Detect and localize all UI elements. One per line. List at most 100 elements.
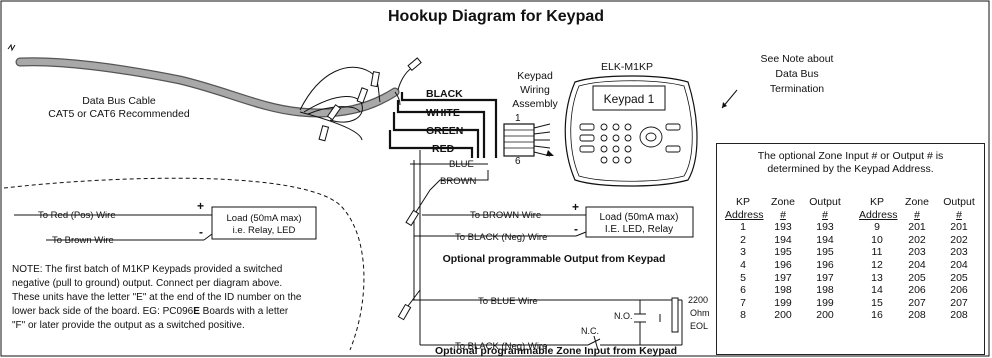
output-cell: 208 [950,309,968,322]
header-output-num: # [956,208,962,221]
assembly-label-2: Wiring [520,84,550,96]
output-to-black-label: To BLACK (Neg) Wire [455,232,547,243]
header-kp: KP [869,196,884,208]
zone-cell: 203 [908,246,926,259]
output-cell: 195 [816,246,834,259]
zone-cell: 197 [774,271,792,284]
assembly-label-3: Assembly [512,98,558,110]
address-cell: 14 [871,284,883,297]
table-caption-1: The optional Zone Input # or Output # is [757,150,944,162]
output-cell: 196 [816,258,834,271]
table-header-row-1: KP Zone Output [719,196,851,209]
bus-note-2: Data Bus [775,68,818,80]
header-address: Address [859,208,898,221]
output-cell: 197 [816,271,834,284]
address-cell: 1 [740,221,746,234]
left-to-brown-label: To Brown Wire [52,235,114,246]
header-output-num: # [822,208,828,221]
bus-note-arrow-icon [721,89,738,109]
address-cell: 2 [740,233,746,246]
keypad-display-text: Keypad 1 [604,92,655,106]
zone-nc-label: N.C. [581,326,599,336]
assembly-pin-6: 6 [515,156,521,167]
address-cell: 8 [740,309,746,322]
output-cell: 201 [950,221,968,234]
output-cell: 203 [950,246,968,259]
table-row: 15 207 207 [853,297,985,310]
zone-cell: 201 [908,221,926,234]
address-cell: 5 [740,271,746,284]
zone-eol-1: 2200 [688,295,708,305]
header-output: Output [943,196,975,208]
harness-wires [388,92,498,345]
output-cell: 205 [950,271,968,284]
zone-cell: 195 [774,246,792,259]
address-cell: 7 [740,296,746,309]
note-line-4: lower back side of the board. EG: PC096E… [12,306,289,317]
page-title: Hookup Diagram for Keypad [388,8,604,25]
wire-label-brown: BROWN [440,176,477,187]
table-row: 1 193 193 [719,221,851,234]
left-load-box-1: Load (50mA max) [227,213,302,224]
output-cell: 198 [816,284,834,297]
zone-cell: 207 [908,296,926,309]
zone-cell: 206 [908,284,926,297]
table-row: 6 198 198 [719,284,851,297]
header-zone: Zone [905,196,929,208]
wire-label-green: GREEN [426,125,463,137]
assembly-label-1: Keypad [517,70,553,82]
output-cell: 202 [950,233,968,246]
cable-conductors [299,57,422,142]
table-row: 9 201 201 [853,221,985,234]
zone-cell: 208 [908,309,926,322]
bus-note-1: See Note about [761,53,834,65]
zone-cell: 205 [908,271,926,284]
table-caption-2: determined by the Keypad Address. [767,163,934,175]
cable-label-1: Data Bus Cable [82,95,156,107]
zone-cell: 204 [908,258,926,271]
zone-input-circuit [397,289,683,351]
dashed-separator [3,177,365,351]
zone-cell: 200 [774,309,792,322]
zone-to-black-label: To BLACK (Neg) Wire [455,341,547,352]
table-header-row-2: Address # # [719,209,851,222]
address-cell: 15 [871,296,883,309]
address-cell: 9 [874,221,880,234]
address-cell: 6 [740,284,746,297]
output-cell: 200 [816,309,834,322]
header-zone: Zone [771,196,795,208]
zone-cell: 193 [774,221,792,234]
address-cell: 16 [871,309,883,322]
wiring-assembly-connector [503,123,554,157]
note-line-2: negative (pull to ground) output. Connec… [12,278,282,289]
keypad-display [592,85,666,111]
wire-label-blue: BLUE [449,159,474,170]
left-load-box-2: i.e. Relay, LED [233,225,296,236]
output-box-1: Load (50mA max) [600,212,679,223]
address-cell: 4 [740,258,746,271]
output-caption: Optional programmable Output from Keypad [443,253,666,265]
header-output: Output [809,196,841,208]
output-cell: 207 [950,296,968,309]
zone-cell: 198 [774,284,792,297]
table-row: 5 197 197 [719,272,851,285]
table-row: 8 200 200 [719,309,851,322]
wire-label-red: RED [432,143,455,155]
wire-label-black: BLACK [426,88,463,100]
header-kp: KP [735,196,750,208]
address-cell: 13 [871,271,883,284]
table-row: 16 208 208 [853,309,985,322]
output-box-2: I.E. LED, Relay [605,224,673,235]
table-header-row-2: Address # # [853,209,985,222]
address-cell: 12 [871,258,883,271]
output-cell: 193 [816,221,834,234]
table-row: 13 205 205 [853,272,985,285]
